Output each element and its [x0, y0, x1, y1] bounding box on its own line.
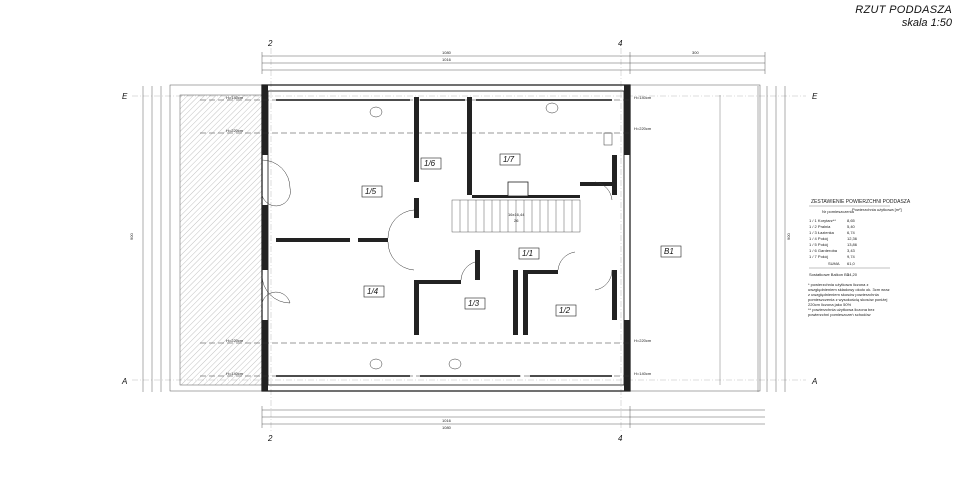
legend-row-value: 6,74	[847, 230, 856, 235]
legend-row-value: 9,74	[847, 254, 856, 259]
h140-bl: H=140cm	[226, 371, 244, 376]
title-line1: RZUT PODDASZA	[855, 4, 952, 16]
h140-br: H=140cm	[634, 371, 652, 376]
legend-sum-label: SUMA	[828, 261, 840, 266]
top-dimensions	[261, 52, 766, 74]
outer-walls	[261, 84, 631, 392]
legend-balcony-label: Sostatkowe Balkon B1	[809, 272, 850, 277]
dim-top-inner: 1016	[442, 57, 452, 62]
axis-bottom-left: 2	[267, 434, 273, 443]
left-dimensions	[142, 86, 162, 392]
room-labels: 1/6 1/7 1/5 1/1 1/4 1/3 1/2 B1	[361, 153, 682, 317]
legend-notes: * powierzchnia użytkowa liczona z uwzglę…	[808, 282, 892, 317]
legend-row-value: 5,40	[847, 224, 856, 229]
bottom-dimensions	[261, 406, 765, 428]
legend-note1: * powierzchnia użytkowa liczona z uwzglę…	[808, 282, 890, 307]
legend-row-name: 1 / 1 Korytarz**	[809, 218, 836, 223]
h140-tl: H=140cm	[226, 95, 244, 100]
room-1-1: 1/1	[522, 249, 533, 258]
legend-row-value: 8,65	[847, 218, 856, 223]
h220-br: H=220cm	[634, 338, 652, 343]
dim-top-right: 300	[692, 50, 699, 55]
dim-bottom-total: 1080	[442, 425, 452, 430]
skylights	[369, 102, 613, 370]
area-legend: ZESTAWIENIE POWIERZCHNI PODDASZA Nr pomi…	[809, 199, 911, 277]
drawing-title: RZUT PODDASZA skala 1:50	[855, 4, 952, 29]
h140-tr: H=140cm	[634, 95, 652, 100]
interior-walls	[276, 97, 617, 335]
axis-left-top: E	[122, 92, 128, 101]
dim-left-total: 900	[129, 233, 134, 240]
staircase	[451, 181, 581, 233]
title-line2: skala 1:50	[901, 17, 952, 29]
h220-tr: H=220cm	[634, 126, 652, 131]
legend-sum-value: 61,0	[847, 261, 856, 266]
axis-right-bottom: A	[811, 377, 817, 386]
right-dimensions	[757, 86, 786, 392]
axis-top-left: 2	[267, 39, 273, 48]
legend-rows: 1 / 1 Korytarz** 8,65 1 / 2 Pralnia 5,40…	[809, 218, 858, 259]
room-1-7: 1/7	[503, 155, 515, 164]
kneewall-solid	[276, 99, 612, 377]
legend-balcony-value: 34,20	[847, 272, 858, 277]
legend-col2: Powierzchnia użytkowa [m²]	[852, 207, 902, 212]
room-b1: B1	[664, 247, 674, 256]
legend-row-name: 1 / 6 Garderoba	[809, 248, 838, 253]
stair-note: 26	[514, 218, 519, 223]
room-1-6: 1/6	[424, 159, 436, 168]
legend-col1: Nr pomieszczenia	[822, 209, 855, 214]
axis-bottom-right: 4	[618, 434, 623, 443]
room-1-2: 1/2	[559, 306, 571, 315]
h220-tl: H=220cm	[226, 128, 244, 133]
legend-row-value: 3,43	[847, 248, 856, 253]
door-swings	[261, 159, 613, 311]
dim-right-total: 900	[786, 233, 791, 240]
axis-right-top: E	[812, 92, 818, 101]
roof-hatch-left	[179, 94, 263, 386]
room-1-5: 1/5	[365, 187, 377, 196]
legend-row-name: 1 / 5 Pokój	[809, 242, 828, 247]
legend-row-name: 1 / 4 Pokój	[809, 236, 828, 241]
legend-heading: ZESTAWIENIE POWIERZCHNI PODDASZA	[811, 199, 911, 205]
room-1-4: 1/4	[367, 287, 379, 296]
axis-left-bottom: A	[121, 377, 127, 386]
legend-row-value: 13,86	[847, 242, 858, 247]
room-1-3: 1/3	[468, 299, 480, 308]
axis-top-right: 4	[618, 39, 623, 48]
legend-row-name: 1 / 7 Pokój	[809, 254, 828, 259]
dim-bottom-inner: 1016	[442, 418, 452, 423]
legend-row-name: 1 / 2 Pralnia	[809, 224, 831, 229]
stair-dim: 16x16,44	[508, 212, 525, 217]
h220-bl: H=220cm	[226, 338, 244, 343]
legend-row-value: 12,36	[847, 236, 858, 241]
legend-note2: ** powierzchnia użytkowa liczona bez pow…	[808, 307, 875, 317]
dim-top-total: 1080	[442, 50, 452, 55]
legend-row-name: 1 / 3 Łazienka	[809, 230, 835, 235]
